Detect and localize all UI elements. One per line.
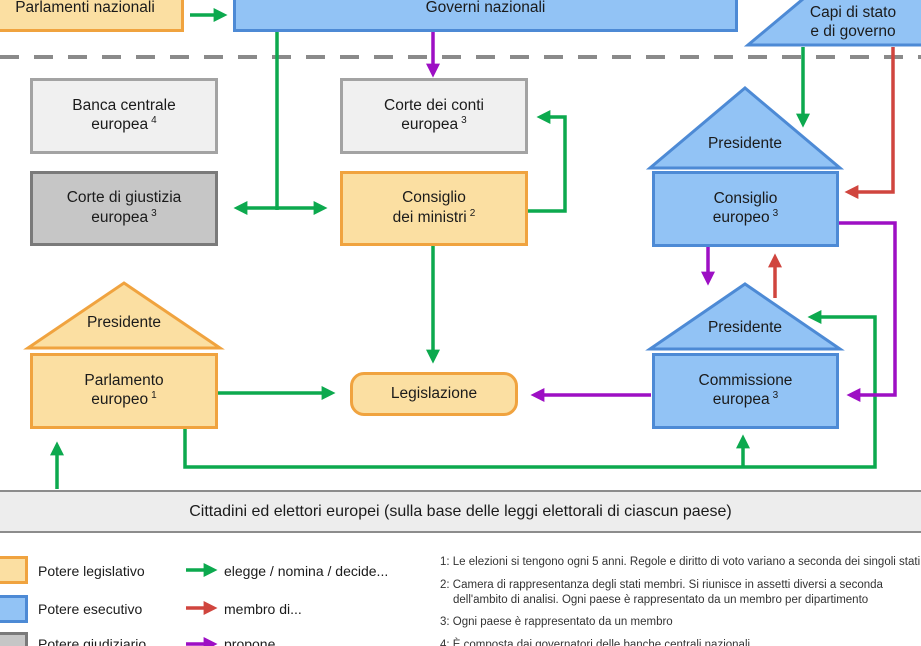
box-parlamenti-nazionali: Parlamenti nazionali bbox=[0, 0, 184, 32]
presidente-consiglio-europeo-triangle bbox=[645, 86, 845, 170]
legend-label-legislativo: Potere legislativo bbox=[38, 563, 145, 579]
legend-label-membro: membro di... bbox=[224, 601, 302, 617]
legend-swatch-giudiziario bbox=[0, 632, 28, 646]
cittadini-bar: Cittadini ed elettori europei (sulla bas… bbox=[0, 490, 921, 533]
box-label: Legislazione bbox=[390, 384, 478, 402]
legend-swatch-esecutivo bbox=[0, 595, 28, 623]
arrow-capi-to-consiglio-europeo bbox=[844, 47, 895, 199]
footnote-3: 3: Ogni paese è rappresentato da un memb… bbox=[440, 616, 673, 628]
footnote-4: 4: È composta dai governatori delle banc… bbox=[440, 639, 751, 646]
arrow-parlamento-to-presidente-commissione bbox=[183, 310, 877, 469]
arrow-consiglio-europeo-to-commissione bbox=[839, 221, 897, 402]
legend-swatch-legislativo bbox=[0, 556, 28, 584]
box-governi-nazionali: Governi nazionali bbox=[233, 0, 738, 32]
presidente-commissione-label: Presidente bbox=[707, 319, 783, 336]
legend-label-esecutivo: Potere esecutivo bbox=[38, 601, 143, 617]
footnote-ref: 2 bbox=[469, 207, 476, 219]
footnote-ref: 3 bbox=[772, 208, 779, 220]
footnote-2: 2: Camera di rappresentanza degli stati … bbox=[440, 579, 883, 606]
arrow-ministri-to-corte-conti bbox=[528, 110, 567, 213]
footnote-ref: 4 bbox=[151, 115, 157, 127]
footnote-ref: 1 bbox=[151, 390, 157, 402]
box-legislazione: Legislazione bbox=[350, 372, 518, 416]
legend-label-giudiziario: Potere giudiziario bbox=[38, 636, 147, 646]
cittadini-label: Cittadini ed elettori europei (sulla bas… bbox=[189, 502, 732, 520]
presidente-parlamento-label: Presidente bbox=[86, 314, 162, 331]
footnote-1: 1: Le elezioni si tengono ogni 5 anni. R… bbox=[440, 556, 921, 568]
footnote-ref: 3 bbox=[772, 390, 779, 402]
legend-label-elegge: elegge / nomina / decide... bbox=[224, 563, 389, 579]
box-label: Parlamenti nazionali bbox=[15, 0, 155, 16]
footnote-ref: 3 bbox=[151, 207, 157, 219]
presidente-consiglio-europeo-label: Presidente bbox=[707, 135, 783, 152]
capi-di-stato-label: Capi di stato e di governo bbox=[809, 4, 897, 41]
presidente-parlamento-triangle bbox=[23, 281, 225, 350]
legend-label-propone: propone bbox=[224, 636, 276, 646]
capi-di-stato-triangle bbox=[743, 0, 921, 47]
presidente-commissione-triangle bbox=[645, 282, 845, 351]
footnote-ref: 3 bbox=[461, 115, 467, 127]
box-label: Governi nazionali bbox=[425, 0, 546, 16]
